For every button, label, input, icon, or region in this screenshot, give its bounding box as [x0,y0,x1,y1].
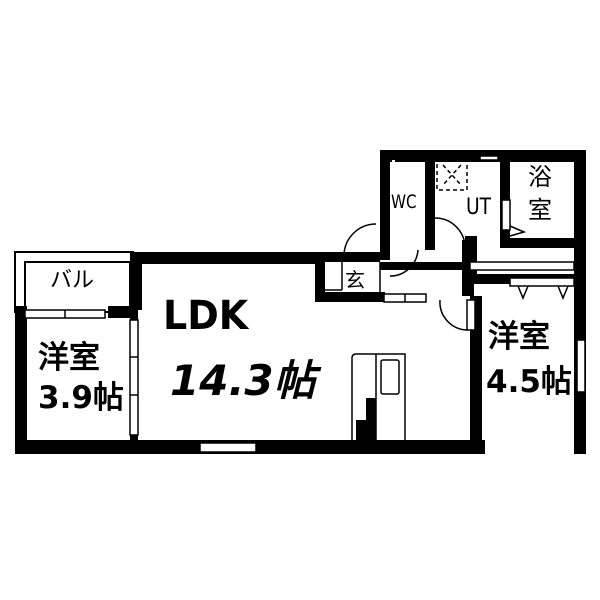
balcony-label: バル [50,268,95,293]
western-room-2-size: 4.5帖 [486,364,572,400]
closet-markers [517,285,569,300]
ldk-size: 14.3帖 [170,356,316,405]
wall-dot [392,160,395,163]
washer-space [436,159,468,191]
bathroom-label-line2: 室 [528,196,552,224]
stairs-step [356,398,376,440]
door-swings [343,217,527,331]
western-room-1-label: 洋室 [38,340,100,376]
bathroom-label-line1: 浴 [528,163,552,191]
ldk-label: LDK [163,293,249,339]
entrance-label: 玄 [345,268,365,292]
utility-label: UT [466,195,492,220]
toilet-label: WC [391,191,417,213]
entrance-step [325,262,381,292]
western-room-1-size: 3.9帖 [38,380,124,416]
western-room-2-label: 洋室 [488,319,550,355]
windows [24,155,586,453]
